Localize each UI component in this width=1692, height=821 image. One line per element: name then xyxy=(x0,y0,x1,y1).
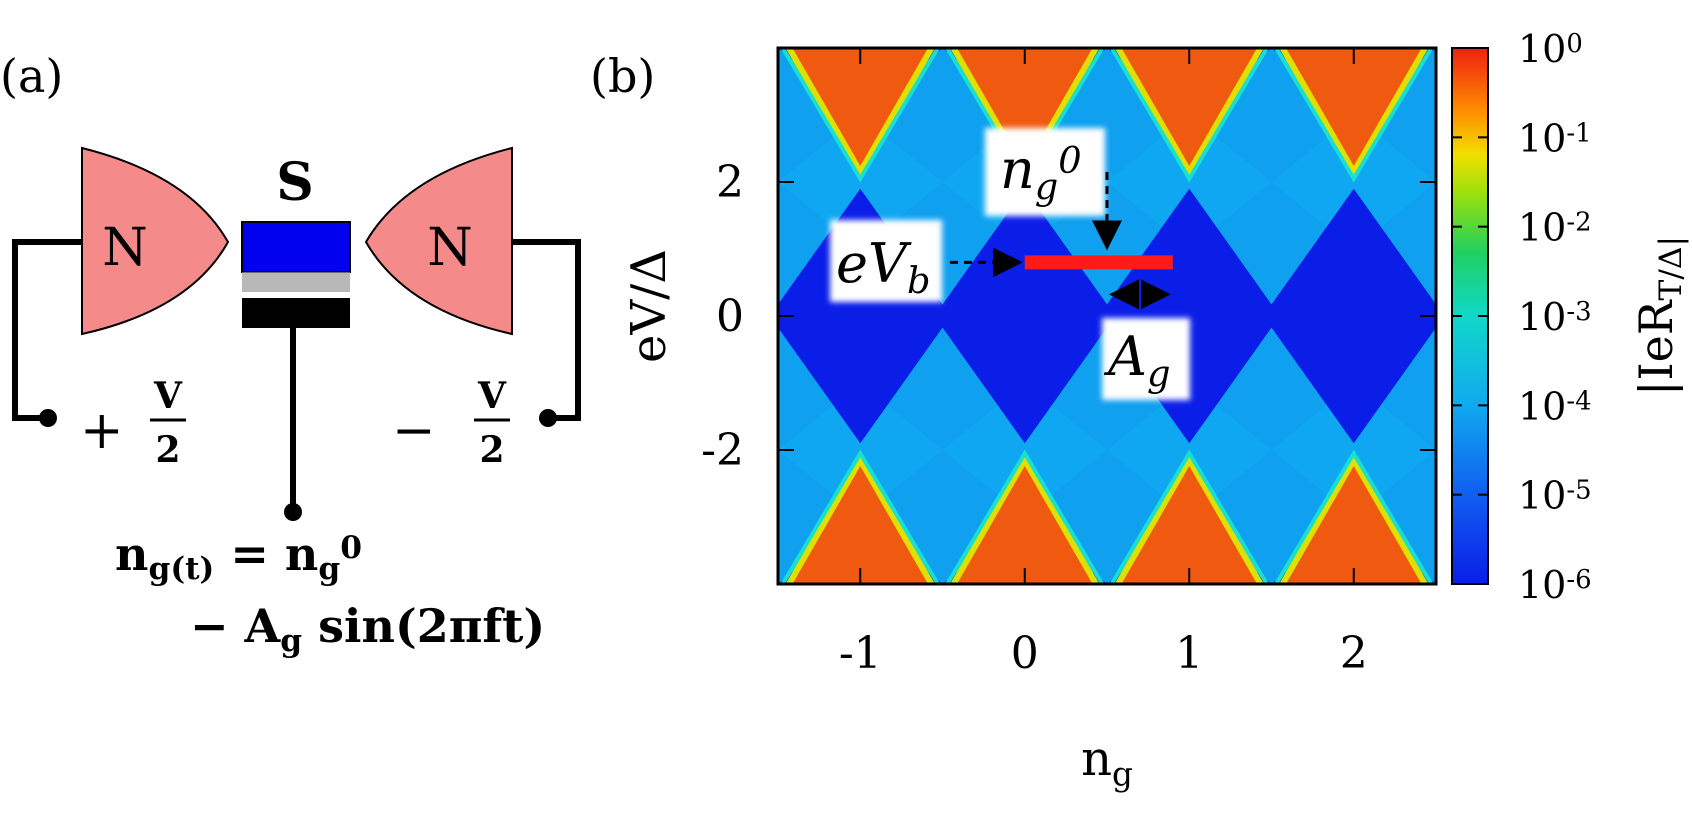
evb-label-box xyxy=(830,220,942,302)
gate-electrode xyxy=(242,298,350,328)
colorbar-tick-label: 10-4 xyxy=(1518,384,1592,428)
left-bias-label: + V 2 xyxy=(80,375,186,471)
gate-terminal xyxy=(284,503,302,521)
island-label: S xyxy=(276,152,314,213)
colorbar-tick-label: 10-3 xyxy=(1518,295,1592,339)
x-tick-label: 2 xyxy=(1340,628,1368,679)
n0-label: ng0 xyxy=(1000,138,1082,208)
panel-b-label: (b) xyxy=(590,49,655,103)
colorbar-tick-label: 100 xyxy=(1518,27,1583,71)
colorbar-label: |IeRT/Δ| xyxy=(1629,236,1689,396)
bottom-high-current-region xyxy=(1114,454,1264,584)
colorbar-tick-label: 10-1 xyxy=(1518,116,1592,160)
bottom-high-current-region xyxy=(617,460,775,597)
y-tick-label: 0 xyxy=(716,291,744,342)
left-normal-lead xyxy=(81,146,230,336)
bottom-high-current-region xyxy=(950,454,1100,584)
heatmap-plot xyxy=(610,48,1436,597)
right-wire xyxy=(512,239,581,421)
bottom-region-edge xyxy=(780,449,941,584)
evb-label: eVb xyxy=(836,232,930,302)
right-bias-denominator: 2 xyxy=(479,429,504,471)
top-high-current-region xyxy=(1279,48,1429,178)
x-tick-label: 0 xyxy=(1011,628,1039,679)
y-tick-label: 2 xyxy=(716,157,744,208)
right-bias-numerator: V xyxy=(477,375,507,417)
right-bias-label: − V 2 xyxy=(392,375,510,471)
top-high-current-region xyxy=(1114,48,1264,178)
right-lead-label: N xyxy=(427,218,473,278)
y-axis-label: eV/Δ xyxy=(621,249,677,363)
bottom-region-edge xyxy=(610,453,781,597)
blockade-diamond xyxy=(1098,188,1280,444)
x-tick-label: -1 xyxy=(839,628,882,679)
y-tick-label: -2 xyxy=(701,425,744,476)
x-axis-label: ng xyxy=(1081,731,1133,793)
left-terminal xyxy=(39,409,57,427)
bottom-region-edge xyxy=(944,449,1105,584)
colorbar-tick-label: 10-6 xyxy=(1518,563,1592,607)
gate-equation-line-1: ng(t) = ng0 xyxy=(115,527,362,587)
top-region-edge xyxy=(1109,48,1270,183)
panel-a: (a) N N S + V 2 − V 2 ng(t) = xyxy=(0,49,581,659)
top-region-edge xyxy=(1273,48,1434,183)
top-high-current-region xyxy=(785,48,935,178)
left-bias-sign: + xyxy=(80,401,124,461)
left-lead-label: N xyxy=(102,218,148,278)
island-shadow xyxy=(242,272,350,292)
top-region-edge xyxy=(780,48,941,183)
left-bias-numerator: V xyxy=(153,375,183,417)
colorbar-tick-label: 10-5 xyxy=(1518,474,1592,518)
left-bias-denominator: 2 xyxy=(155,429,180,471)
heatmap-clip-group xyxy=(610,48,1436,597)
colorbar-tick-label: 10-2 xyxy=(1518,206,1592,250)
panel-a-label: (a) xyxy=(0,49,63,103)
blockade-diamond xyxy=(1263,188,1436,444)
superconducting-island xyxy=(241,221,351,273)
top-high-current-region xyxy=(950,48,1100,178)
heatmap-axes: -1 0 1 2 2 0 -2 ng eV/Δ xyxy=(621,46,1438,793)
bottom-high-current-region xyxy=(785,454,935,584)
blockade-diamond xyxy=(778,188,951,444)
n0-label-box xyxy=(985,128,1105,216)
blockade-diamond xyxy=(934,188,1116,444)
x-tick-label: 1 xyxy=(1175,628,1203,679)
bottom-region-edge xyxy=(1109,449,1270,584)
left-wire xyxy=(12,239,82,421)
bottom-high-current-region xyxy=(1279,454,1429,584)
right-bias-sign: − xyxy=(392,401,436,461)
colorbar: 100 10-1 10-2 10-3 10-4 10-5 10-6 |IeRT/Δ| xyxy=(1451,27,1689,607)
gate-equation-line-2: − Ag sin(2πft) xyxy=(190,599,545,659)
right-terminal xyxy=(539,409,557,427)
ag-label-box xyxy=(1102,318,1190,400)
bottom-region-edge xyxy=(1273,449,1434,584)
right-normal-lead xyxy=(364,146,513,336)
ag-label: Ag xyxy=(1103,325,1171,395)
